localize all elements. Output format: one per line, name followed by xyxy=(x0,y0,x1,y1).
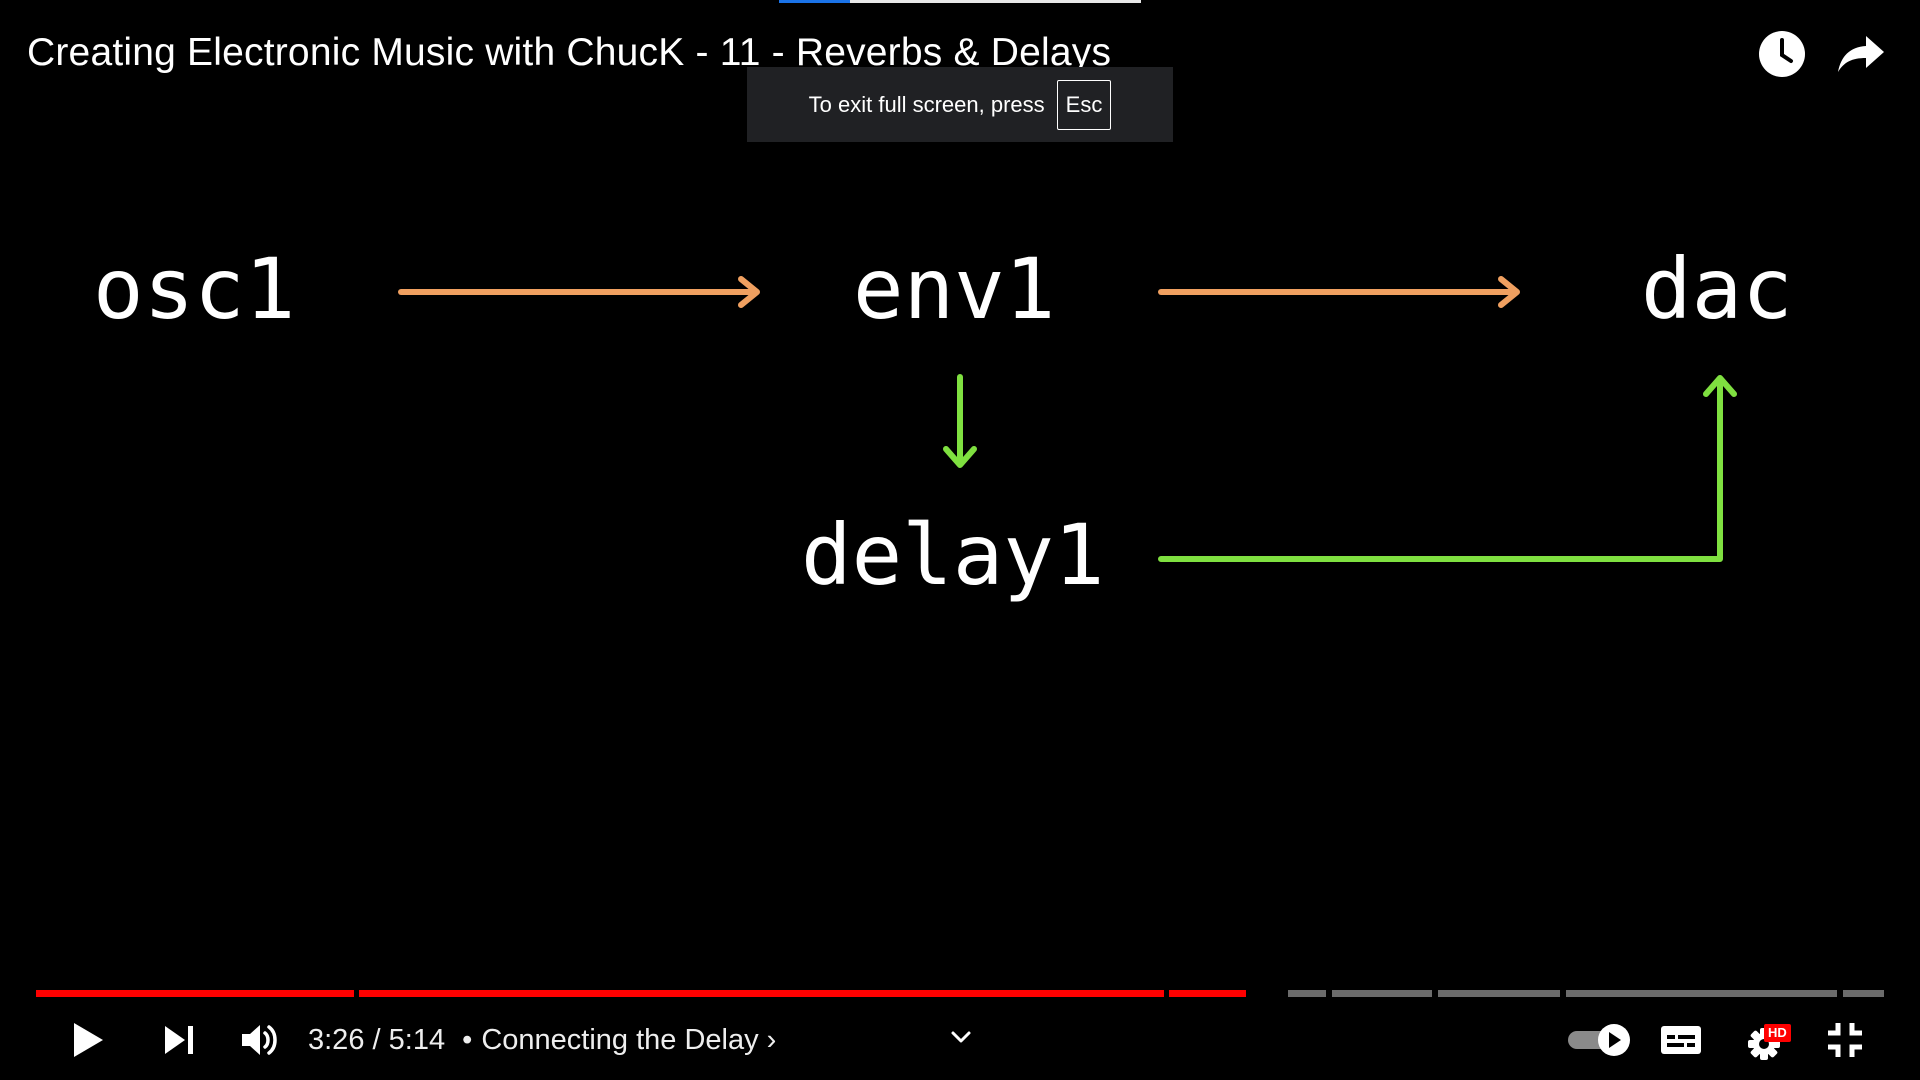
progress-chapter-segment[interactable] xyxy=(1169,990,1246,997)
autoplay-toggle[interactable] xyxy=(1564,1015,1634,1065)
node-delay1: delay1 xyxy=(801,506,1105,604)
share-icon[interactable] xyxy=(1836,28,1888,80)
current-time: 3:26 xyxy=(308,1024,365,1056)
video-title[interactable]: Creating Electronic Music with ChucK - 1… xyxy=(27,31,1112,74)
arrow-env1-to-delay1 xyxy=(943,374,977,468)
progress-played-fill xyxy=(359,990,1164,997)
node-dac: dac xyxy=(1641,240,1793,338)
next-icon[interactable] xyxy=(160,1015,200,1065)
fullscreen-exit-notice: To exit full screen, press Esc xyxy=(747,67,1173,142)
time-display: 3:26 / 5:14 •Connecting the Delay › xyxy=(308,1020,776,1060)
loading-strip-buffered xyxy=(850,0,1141,3)
fullscreen-notice-text: To exit full screen, press xyxy=(808,91,1045,117)
chapter-title[interactable]: Connecting the Delay xyxy=(481,1024,759,1056)
chevron-down-icon[interactable] xyxy=(946,1022,976,1052)
node-env1: env1 xyxy=(853,240,1056,338)
loading-strip-played xyxy=(779,0,850,3)
progress-chapter-segment[interactable] xyxy=(36,990,354,997)
play-icon[interactable] xyxy=(66,1015,110,1065)
arrow-env1-to-dac xyxy=(1158,276,1520,308)
arrow-delay1-to-dac xyxy=(1158,375,1737,562)
captions-icon[interactable] xyxy=(1658,1015,1704,1065)
progress-chapter-segment[interactable] xyxy=(1843,990,1884,997)
progress-chapter-segment[interactable] xyxy=(1438,990,1560,997)
progress-played-fill xyxy=(36,990,354,997)
exit-fullscreen-icon[interactable] xyxy=(1822,1015,1868,1065)
chapter-arrow[interactable]: › xyxy=(766,1024,777,1056)
esc-key-hint: Esc xyxy=(1056,79,1112,130)
node-osc1: osc1 xyxy=(93,240,296,338)
clock-icon[interactable] xyxy=(1756,28,1808,80)
progress-chapter-segment[interactable] xyxy=(359,990,1164,997)
chapter-bullet: • xyxy=(462,1024,473,1056)
duration: 5:14 xyxy=(388,1024,446,1056)
arrow-osc1-to-env1 xyxy=(398,276,760,308)
hd-badge: HD xyxy=(1764,1024,1791,1042)
progress-chapter-segment[interactable] xyxy=(1566,990,1837,997)
progress-bar[interactable] xyxy=(36,990,1884,997)
progress-chapter-segment[interactable] xyxy=(1332,990,1432,997)
volume-icon[interactable] xyxy=(238,1015,282,1065)
progress-played-fill xyxy=(1169,990,1246,997)
time-separator: / xyxy=(372,1024,381,1056)
gear-icon[interactable]: HD xyxy=(1740,1015,1796,1065)
progress-chapter-segment[interactable] xyxy=(1288,990,1326,997)
